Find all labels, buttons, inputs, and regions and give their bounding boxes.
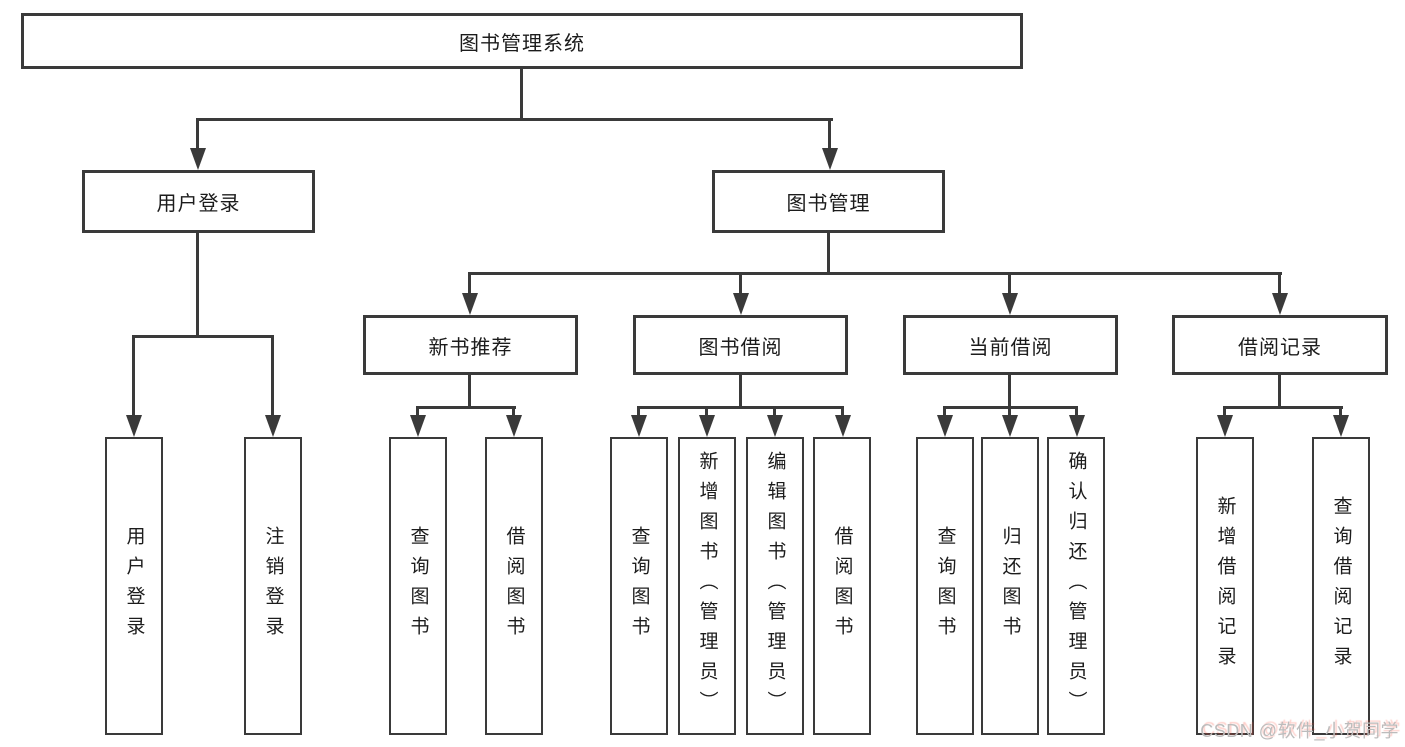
arrowhead-borrow-records bbox=[1272, 293, 1288, 315]
arrowhead-leaf-logout bbox=[265, 415, 281, 437]
connector-root-stem bbox=[520, 69, 523, 120]
node-book-borrow: 图书借阅 bbox=[633, 315, 848, 375]
connector-drop-leaf bbox=[1339, 406, 1342, 415]
connector-drop-current-borrow bbox=[1008, 272, 1011, 293]
connector-book-borrow-stem bbox=[739, 375, 742, 406]
connector-new-book-stem bbox=[468, 375, 471, 406]
arrowhead-book-mgmt bbox=[822, 148, 838, 170]
arrowhead-book-borrow bbox=[733, 293, 749, 315]
connector-drop-leaf bbox=[773, 406, 776, 415]
leaf-edit-books-admin-label: 编辑图书︵管理员︶ bbox=[764, 451, 786, 721]
arrowhead-leaf bbox=[835, 415, 851, 437]
leaf-borrow-books-2-label: 借阅图书 bbox=[831, 526, 853, 646]
leaf-confirm-return-admin: 确认归还︵管理员︶ bbox=[1047, 437, 1105, 735]
connector-borrow-records-stem bbox=[1278, 375, 1281, 406]
arrowhead-leaf-login bbox=[126, 415, 142, 437]
arrowhead-leaf bbox=[506, 415, 522, 437]
leaf-add-borrow-record-label: 新增借阅记录 bbox=[1214, 496, 1236, 676]
connector-drop-leaf-logout bbox=[271, 335, 274, 415]
leaf-query-books-3: 查询图书 bbox=[916, 437, 974, 735]
leaf-borrow-books-1-label: 借阅图书 bbox=[503, 526, 525, 646]
leaf-add-books-admin-label: 新增图书︵管理员︶ bbox=[696, 451, 718, 721]
leaf-borrow-books-1: 借阅图书 bbox=[485, 437, 543, 735]
connector-drop-leaf bbox=[512, 406, 515, 415]
connector-current-borrow-stem bbox=[1008, 375, 1011, 406]
connector-borrow-records-crossbar bbox=[1223, 406, 1343, 409]
leaf-query-books-2-label: 查询图书 bbox=[628, 526, 650, 646]
leaf-add-books-admin: 新增图书︵管理员︶ bbox=[678, 437, 736, 735]
arrowhead-leaf bbox=[699, 415, 715, 437]
csdn-watermark: CSDN @软件_小贺同学 bbox=[1200, 721, 1399, 741]
connector-drop-leaf-login bbox=[132, 335, 135, 415]
node-book-management-label: 图书管理 bbox=[786, 193, 871, 215]
node-borrow-records: 借阅记录 bbox=[1172, 315, 1388, 375]
connector-drop-leaf bbox=[943, 406, 946, 415]
arrowhead-leaf bbox=[1002, 415, 1018, 437]
leaf-query-books-3-label: 查询图书 bbox=[934, 526, 956, 646]
arrowhead-leaf bbox=[1217, 415, 1233, 437]
leaf-add-borrow-record: 新增借阅记录 bbox=[1196, 437, 1254, 735]
leaf-user-login: 用户登录 bbox=[105, 437, 163, 735]
connector-book-borrow-crossbar bbox=[637, 406, 844, 409]
arrowhead-leaf bbox=[1069, 415, 1085, 437]
node-user-login: 用户登录 bbox=[82, 170, 315, 233]
arrowhead-leaf bbox=[767, 415, 783, 437]
arrowhead-current-borrow bbox=[1002, 293, 1018, 315]
node-book-management: 图书管理 bbox=[712, 170, 945, 233]
arrowhead-leaf bbox=[631, 415, 647, 437]
arrowhead-leaf bbox=[410, 415, 426, 437]
arrowhead-leaf bbox=[937, 415, 953, 437]
connector-drop-leaf bbox=[705, 406, 708, 415]
leaf-return-books: 归还图书 bbox=[981, 437, 1039, 735]
leaf-borrow-books-2: 借阅图书 bbox=[813, 437, 871, 735]
connector-drop-leaf bbox=[1223, 406, 1226, 415]
leaf-query-books-1: 查询图书 bbox=[389, 437, 447, 735]
leaf-query-borrow-record: 查询借阅记录 bbox=[1312, 437, 1370, 735]
node-borrow-records-label: 借阅记录 bbox=[1238, 336, 1322, 359]
connector-drop-new-book bbox=[468, 272, 471, 293]
connector-drop-leaf bbox=[416, 406, 419, 415]
connector-book-mgmt-crossbar bbox=[468, 272, 1282, 275]
connector-drop-leaf bbox=[841, 406, 844, 415]
connector-drop-borrow-records bbox=[1278, 272, 1281, 293]
leaf-query-borrow-record-label: 查询借阅记录 bbox=[1330, 496, 1352, 676]
leaf-user-login-label: 用户登录 bbox=[123, 526, 145, 646]
connector-drop-leaf bbox=[1075, 406, 1078, 415]
node-current-borrow: 当前借阅 bbox=[903, 315, 1118, 375]
connector-user-login-stem bbox=[196, 233, 199, 335]
node-current-borrow-label: 当前借阅 bbox=[968, 336, 1053, 359]
connector-root-crossbar bbox=[196, 118, 833, 121]
leaf-query-books-2: 查询图书 bbox=[610, 437, 668, 735]
node-new-book-recommend: 新书推荐 bbox=[363, 315, 578, 375]
connector-drop-leaf bbox=[637, 406, 640, 415]
leaf-return-books-label: 归还图书 bbox=[999, 526, 1021, 646]
connector-new-book-crossbar bbox=[416, 406, 516, 409]
arrowhead-leaf bbox=[1333, 415, 1349, 437]
leaf-query-books-1-label: 查询图书 bbox=[407, 526, 429, 646]
connector-drop-book-mgmt bbox=[828, 118, 831, 150]
connector-drop-leaf bbox=[1008, 406, 1011, 415]
connector-drop-user-login bbox=[196, 118, 199, 150]
leaf-logout: 注销登录 bbox=[244, 437, 302, 735]
node-book-borrow-label: 图书借阅 bbox=[698, 336, 783, 359]
node-user-login-label: 用户登录 bbox=[156, 193, 241, 215]
node-root: 图书管理系统 bbox=[21, 13, 1023, 69]
connector-book-mgmt-stem bbox=[827, 233, 830, 272]
connector-user-login-crossbar bbox=[132, 335, 274, 338]
connector-drop-book-borrow bbox=[739, 272, 742, 293]
arrowhead-new-book bbox=[462, 293, 478, 315]
leaf-edit-books-admin: 编辑图书︵管理员︶ bbox=[746, 437, 804, 735]
node-root-label: 图书管理系统 bbox=[459, 32, 585, 55]
leaf-logout-label: 注销登录 bbox=[262, 526, 284, 646]
node-new-book-recommend-label: 新书推荐 bbox=[428, 336, 513, 359]
arrowhead-user-login bbox=[190, 148, 206, 170]
leaf-confirm-return-admin-label: 确认归还︵管理员︶ bbox=[1065, 451, 1087, 721]
